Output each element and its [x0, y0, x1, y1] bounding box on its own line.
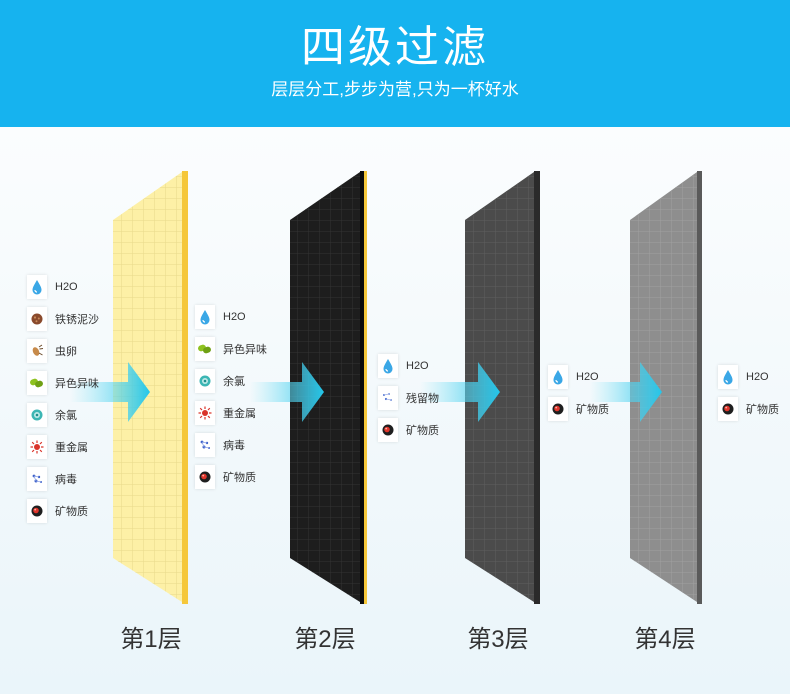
water-drop-icon	[378, 354, 398, 378]
list-item-label: 矿物质	[576, 404, 609, 416]
water-drop-icon	[195, 305, 215, 329]
list-item-label: 重金属	[223, 408, 256, 420]
list-item: 铁锈泥沙	[27, 306, 99, 332]
virus-icon	[27, 467, 47, 491]
list-item-label: H2O	[746, 371, 769, 383]
chlorine-icon	[195, 369, 215, 393]
list-item-label: 矿物质	[746, 404, 779, 416]
filter-panel-3	[465, 171, 540, 604]
list-item-label: H2O	[55, 281, 78, 293]
list-item-label: 余氯	[223, 376, 245, 388]
flow-arrow-4	[590, 362, 662, 422]
list-item: 虫卵	[27, 338, 77, 364]
mineral-icon	[378, 418, 398, 442]
filter-panel-1-edge	[182, 171, 188, 604]
filter-panel-2-edge-accent	[364, 171, 367, 604]
list-item-label: 异色异味	[55, 378, 99, 390]
filter-panel-4	[630, 171, 702, 604]
page-subtitle: 层层分工,步步为营,只为一杯好水	[271, 80, 519, 99]
odor-capsule-icon	[27, 371, 47, 395]
layer-label-3: 第3层	[467, 626, 529, 653]
layer-label-4: 第4层	[634, 626, 696, 653]
list-item-label: H2O	[576, 371, 599, 383]
layer-label-1: 第1层	[120, 626, 182, 653]
list-item-label: 余氯	[55, 410, 77, 422]
filter-panel-4-grid	[630, 172, 697, 602]
list-item-label: 残留物	[406, 393, 439, 405]
virus-icon	[195, 433, 215, 457]
list-item: H2O	[195, 304, 246, 330]
list-item: 重金属	[27, 434, 88, 460]
mineral-icon	[195, 465, 215, 489]
residue-icon	[378, 386, 398, 410]
list-item-label: 矿物质	[223, 472, 256, 484]
filter-panel-2	[290, 171, 367, 604]
list-item: 矿物质	[378, 417, 439, 443]
page-title: 四级过滤	[301, 23, 489, 72]
mineral-icon	[27, 499, 47, 523]
list-item-label: 异色异味	[223, 344, 267, 356]
filter-panel-2-grid	[290, 172, 360, 602]
heavy-metal-icon	[27, 435, 47, 459]
mineral-icon	[548, 397, 568, 421]
list-item: 病毒	[27, 466, 77, 492]
list-item: 余氯	[195, 368, 245, 394]
filter-panel-3-edge	[534, 171, 540, 604]
flow-arrow-3	[420, 362, 500, 422]
list-item: 余氯	[27, 402, 77, 428]
layer-label-2: 第2层	[294, 626, 356, 653]
flow-arrow-1	[70, 362, 150, 422]
list-item-label: 矿物质	[406, 425, 439, 437]
header-banner: 四级过滤 层层分工,步步为营,只为一杯好水	[0, 0, 790, 127]
list-item: 矿物质	[548, 396, 609, 422]
list-item: 矿物质	[718, 396, 779, 422]
list-item-label: 病毒	[223, 440, 245, 452]
list-item: H2O	[27, 274, 78, 300]
list-item: 残留物	[378, 385, 439, 411]
list-item: 矿物质	[195, 464, 256, 490]
list-item: H2O	[548, 364, 599, 390]
list-item: 异色异味	[27, 370, 99, 396]
heavy-metal-icon	[195, 401, 215, 425]
insect-egg-icon	[27, 339, 47, 363]
rust-sand-icon	[27, 307, 47, 331]
list-item-label: 铁锈泥沙	[55, 314, 99, 326]
list-item-label: H2O	[406, 360, 429, 372]
water-drop-icon	[27, 275, 47, 299]
list-item: 病毒	[195, 432, 245, 458]
water-drop-icon	[548, 365, 568, 389]
list-item: 重金属	[195, 400, 256, 426]
water-drop-icon	[718, 365, 738, 389]
list-item-label: 病毒	[55, 474, 77, 486]
filter-panel-4-edge	[697, 171, 702, 604]
flow-arrow-2	[250, 362, 324, 422]
list-item: 矿物质	[27, 498, 88, 524]
list-item: H2O	[718, 364, 769, 390]
filter-panel-1	[113, 171, 188, 604]
list-item: H2O	[378, 353, 429, 379]
mineral-icon	[718, 397, 738, 421]
chlorine-icon	[27, 403, 47, 427]
filter-panel-1-grid	[113, 172, 182, 602]
odor-capsule-icon	[195, 337, 215, 361]
list-item-label: 虫卵	[55, 346, 77, 358]
list-item-label: H2O	[223, 311, 246, 323]
list-item: 异色异味	[195, 336, 267, 362]
filter-panel-2-edge	[360, 171, 364, 604]
list-item-label: 矿物质	[55, 506, 88, 518]
filter-panel-3-grid	[465, 172, 534, 602]
list-item-label: 重金属	[55, 442, 88, 454]
